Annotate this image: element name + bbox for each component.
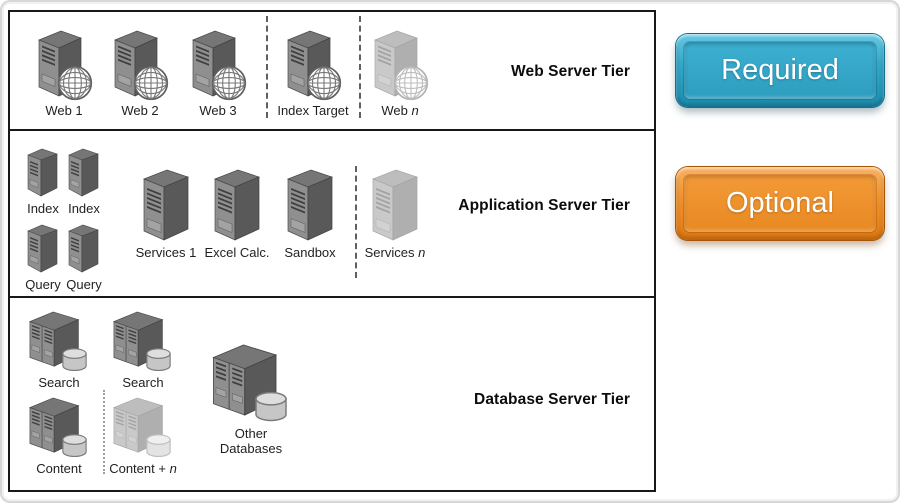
server-tower-icon [285, 166, 335, 244]
web-server-tier-label: Web Server Tier [511, 63, 630, 80]
web-server-globe-icon [284, 26, 342, 102]
optional-button-label: Optional [684, 175, 876, 232]
required-button[interactable]: Required [676, 34, 884, 107]
application-server-tier-label: Application Server Tier [458, 197, 630, 214]
diagram-item-index: Index [0, 146, 91, 217]
diagram-item-label: Content + n [109, 461, 177, 476]
diagram-item-sandbox: Sandbox [262, 166, 358, 261]
diagram-item-web-3: Web 3 [170, 26, 266, 119]
required-button-label: Required [684, 42, 876, 99]
dashed-separator [266, 16, 268, 118]
diagram-item-label: Services n [364, 245, 426, 260]
diagram-item-label: Search [122, 375, 164, 390]
diagram-item-web-2: Web 2 [92, 26, 188, 119]
database-server-icon [112, 308, 174, 374]
diagram-item-web-n: Web n [352, 26, 448, 119]
web-server-globe-icon [371, 26, 429, 102]
diagram-item-content-n: Content + n [95, 394, 191, 477]
diagram-item-label: Web n [381, 103, 419, 118]
diagram-item-label: Content [36, 461, 82, 476]
web-server-globe-icon [111, 26, 169, 102]
diagram-item-label: Index Target [277, 103, 349, 118]
diagram-item-label: Sandbox [284, 245, 336, 260]
diagram-item-content: Content [11, 394, 107, 477]
server-tower-icon [67, 146, 101, 200]
diagram-item-label: Web 3 [199, 103, 237, 118]
diagram-item-web-1: Web 1 [16, 26, 112, 119]
diagram-item-index: Index [36, 146, 132, 217]
diagram-item-search: Search [11, 308, 107, 391]
diagram-item-query: Query [36, 222, 132, 293]
server-tower-icon [370, 166, 420, 244]
database-server-tier-label: Database Server Tier [474, 391, 630, 408]
diagram-item-index-target: Index Target [265, 26, 361, 119]
diagram-item-query: Query [0, 222, 91, 293]
diagram-item-label: Services 1 [135, 245, 197, 260]
diagram-item-search: Search [95, 308, 191, 391]
diagram-item-label: Query [66, 277, 102, 292]
database-server-icon [211, 340, 291, 425]
diagram-item-services-1: Services 1 [118, 166, 214, 261]
database-server-icon [28, 308, 90, 374]
diagram-item-excel-calc: Excel Calc. [189, 166, 285, 261]
server-tower-icon [67, 222, 101, 276]
dashed-separator [355, 166, 357, 278]
diagram-item-label: Excel Calc. [204, 245, 270, 260]
server-tower-icon [141, 166, 191, 244]
database-server-icon [112, 394, 174, 460]
server-tower-icon [212, 166, 262, 244]
dashed-separator [359, 16, 361, 118]
diagram-item-label: Query [25, 277, 61, 292]
dotted-separator [103, 390, 105, 474]
diagram-item-label: Web 1 [45, 103, 83, 118]
database-server-icon [28, 394, 90, 460]
diagram-item-services-n: Services n [347, 166, 443, 261]
diagram-item-label: Search [38, 375, 80, 390]
diagram-item-label: Index [27, 201, 59, 216]
web-server-globe-icon [189, 26, 247, 102]
diagram-item-label: Web 2 [121, 103, 159, 118]
web-server-globe-icon [35, 26, 93, 102]
server-tower-icon [26, 222, 60, 276]
server-tower-icon [26, 146, 60, 200]
optional-button[interactable]: Optional [676, 167, 884, 240]
diagram-item-label: Index [68, 201, 100, 216]
